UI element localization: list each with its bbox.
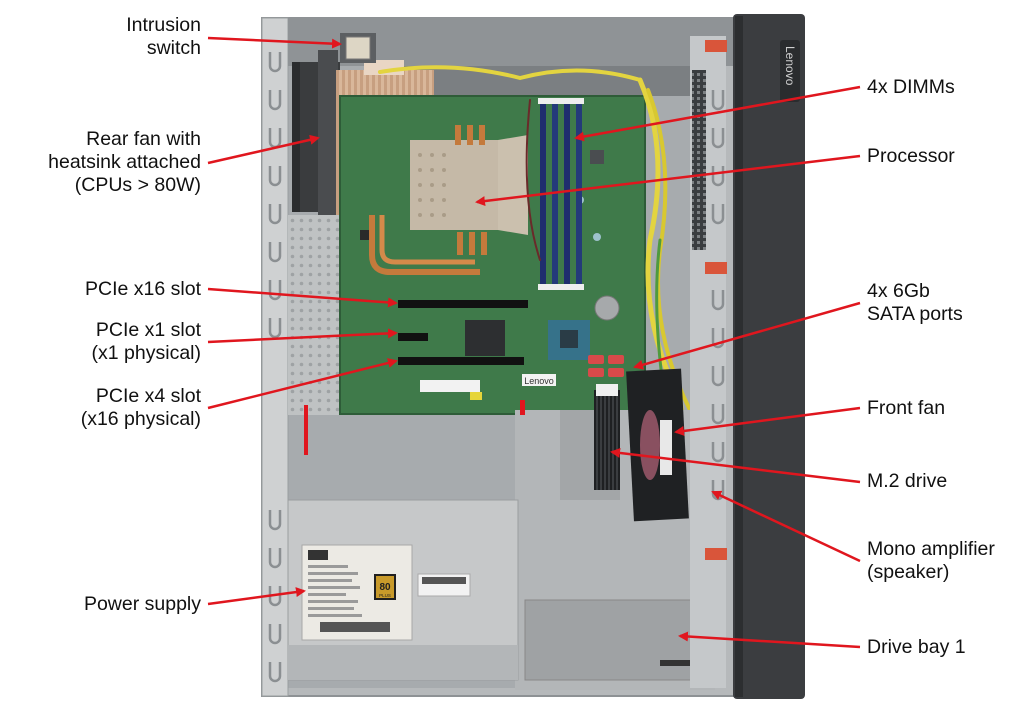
label-dimms: 4x DIMMs xyxy=(867,76,955,98)
front-fan xyxy=(626,368,689,522)
label-pcie-x4: PCIe x4 slot (x16 physical) xyxy=(80,385,201,430)
arrow-pcie-x4 xyxy=(207,358,398,410)
label-front-fan: Front fan xyxy=(867,397,946,419)
arrow-pcie-x16 xyxy=(207,287,398,308)
motherboard-lenovo-badge: Lenovo xyxy=(522,374,556,386)
label-power-supply: Power supply xyxy=(83,593,201,615)
cable-marker xyxy=(520,400,525,415)
arrow-drive-bay-1 xyxy=(678,631,861,649)
label-processor: Processor xyxy=(867,145,955,167)
callout-arrows xyxy=(207,36,861,649)
psu-80plus-text: PLUS xyxy=(379,593,391,598)
sata-ports xyxy=(588,355,624,377)
cpu-cooler xyxy=(369,125,528,275)
rear-rail xyxy=(261,17,289,697)
arrow-mono-amplifier xyxy=(711,490,861,563)
arrow-power-supply xyxy=(207,587,306,606)
label-sata-ports: 4x 6Gb SATA ports xyxy=(867,280,963,325)
label-pcie-x1: PCIe x1 slot (x1 physical) xyxy=(91,319,201,364)
bezel-brand-text: Lenovo xyxy=(783,46,797,86)
label-m2-drive: M.2 drive xyxy=(867,470,948,492)
psu-80plus-number: 80 xyxy=(379,582,391,593)
arrow-m2-drive xyxy=(610,447,861,484)
motherboard-brand-text: Lenovo xyxy=(524,376,554,386)
label-rear-fan: Rear fan with heatsink attached (CPUs > … xyxy=(48,128,201,196)
arrow-dimms xyxy=(574,85,861,142)
label-drive-bay-1: Drive bay 1 xyxy=(867,636,966,658)
front-bezel: Lenovo xyxy=(733,14,805,699)
label-mono-amplifier: Mono amplifier (speaker) xyxy=(867,538,995,583)
intrusion-switch xyxy=(340,33,376,63)
arrow-sata-ports xyxy=(633,301,861,370)
label-intrusion-switch: Intrusion switch xyxy=(126,14,201,59)
latch-marker xyxy=(304,405,308,455)
arrow-front-fan xyxy=(674,406,861,436)
arrow-rear-fan xyxy=(207,134,320,165)
arrow-pcie-x1 xyxy=(207,328,398,344)
m2-drive xyxy=(594,384,620,490)
pci-bracket-area xyxy=(288,215,348,415)
right-rail xyxy=(690,36,727,688)
power-supply: 80 PLUS xyxy=(287,499,519,681)
arrow-intrusion-switch xyxy=(207,36,342,49)
arrow-processor xyxy=(475,154,861,207)
pcie-slots xyxy=(398,300,528,365)
label-pcie-x16: PCIe x16 slot xyxy=(85,278,201,300)
